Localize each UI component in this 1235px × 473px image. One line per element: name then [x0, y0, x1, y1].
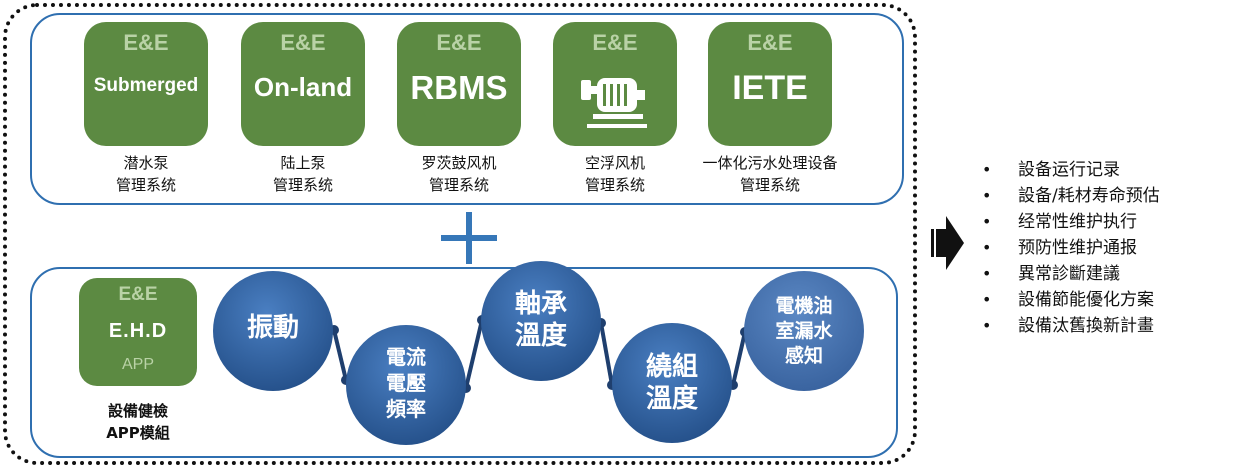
bubble-line: 室漏水 — [775, 320, 833, 342]
label-line1: 空浮风机 — [584, 154, 645, 172]
bullet-dot: • — [982, 264, 992, 283]
motor-oil-leak-bubble — [744, 271, 864, 391]
bearing-temperature-label: 軸承 溫度 — [481, 288, 601, 352]
bullet-dot: • — [982, 316, 992, 335]
app-name: E.H.D — [108, 320, 168, 342]
bubble-line: 電壓 — [386, 371, 426, 395]
ehd-app-label: 設備健檢 APP模組 — [60, 400, 216, 444]
outcome-item: • 预防性维护通报 — [980, 235, 1160, 261]
bubble-line: 頻率 — [386, 397, 426, 421]
outcome-text: 設备/耗材寿命预估 — [1018, 186, 1160, 206]
ehd-app-tile: E&E E.H.D APP — [79, 278, 197, 386]
plus-icon — [439, 212, 499, 264]
outcome-text: 異常診斷建議 — [1018, 264, 1120, 284]
outcome-item: • 設備節能優化方案 — [980, 287, 1160, 313]
air-flotation-blower-tile: E&E — [553, 22, 677, 146]
sensor-chain — [213, 261, 864, 445]
vibration-bubble — [213, 271, 333, 391]
label-line2: 管理系统 — [272, 176, 333, 194]
label-line2: 管理系统 — [584, 176, 645, 194]
outcome-text: 設備汰舊換新計畫 — [1018, 316, 1154, 336]
bullet-dot: • — [982, 238, 992, 257]
blower-machine-icon — [581, 78, 647, 128]
outcome-item: • 经常性维护执行 — [980, 209, 1160, 235]
tile-brand: E&E — [280, 30, 326, 55]
tile-brand: E&E — [747, 30, 793, 55]
outcome-text: 经常性维护执行 — [1018, 212, 1137, 232]
bubble-line: 感知 — [784, 345, 823, 367]
outcome-item: • 設备/耗材寿命预估 — [980, 183, 1160, 209]
label-line1: 罗茨鼓风机 — [421, 154, 497, 172]
bearing-temperature-bubble — [481, 261, 601, 381]
bubble-line: 溫度 — [514, 321, 567, 351]
outcome-item: • 異常診斷建議 — [980, 261, 1160, 287]
outcome-text: 設備節能優化方案 — [1018, 290, 1154, 310]
outcome-text: 预防性维护通报 — [1018, 238, 1137, 258]
outcome-item: • 設備汰舊換新計畫 — [980, 313, 1160, 339]
submerged-system-tile: E&E Submerged — [84, 22, 208, 146]
label-line1: 陆上泵 — [280, 154, 326, 172]
tile-brand: E&E — [592, 30, 638, 55]
bullet-dot: • — [982, 212, 992, 231]
air-flotation-blower-label: 空浮风机 管理系统 — [515, 152, 715, 196]
label-line2: 管理系统 — [115, 176, 176, 194]
bullet-dot: • — [982, 160, 992, 179]
system-boundary-dotted — [3, 3, 917, 465]
bullet-dot: • — [982, 186, 992, 205]
label-line2: 管理系统 — [739, 176, 800, 194]
label-line1: 設備健檢 — [107, 402, 168, 420]
winding-temperature-bubble — [612, 323, 732, 443]
sensor-connectors — [332, 319, 747, 389]
bullet-dot: • — [982, 290, 992, 309]
label-line2: APP模組 — [106, 424, 170, 442]
submerged-system-label: 潜水泵 管理系统 — [46, 152, 246, 196]
bubble-line: 繞組 — [645, 352, 698, 382]
rbms-system-tile: E&E RBMS — [397, 22, 521, 146]
tile-name: IETE — [732, 69, 808, 107]
tile-name: Submerged — [93, 75, 199, 96]
winding-temperature-label: 繞組 溫度 — [612, 351, 732, 415]
label-line2: 管理系统 — [428, 176, 489, 194]
outcome-text: 設备运行记录 — [1018, 160, 1120, 180]
on-land-system-label: 陆上泵 管理系统 — [203, 152, 403, 196]
label-line1: 一体化污水处理设备 — [702, 154, 838, 172]
rbms-system-label: 罗茨鼓风机 管理系统 — [359, 152, 559, 196]
iete-system-label: 一体化污水处理设备 管理系统 — [670, 152, 870, 196]
tile-brand: E&E — [123, 30, 169, 55]
outcomes-list: • 設备运行记录 • 設备/耗材寿命预估 • 经常性维护执行 • 预防性维护通报 • 異常… — [980, 157, 1160, 339]
bubble-line: 電機油 — [775, 295, 833, 317]
bubble-line: 軸承 — [514, 289, 567, 319]
app-brand: E&E — [118, 284, 158, 305]
iete-system-tile: E&E IETE — [708, 22, 832, 146]
bubble-line: 電流 — [386, 345, 426, 369]
tile-name: RBMS — [410, 69, 508, 106]
bubble-line: 溫度 — [645, 384, 698, 414]
vibration-label: 振動 — [213, 312, 333, 344]
current-voltage-frequency-label: 電流 電壓 頻率 — [346, 344, 466, 422]
tile-name: On-land — [253, 72, 353, 102]
on-land-system-tile: E&E On-land — [241, 22, 365, 146]
current-voltage-frequency-bubble — [346, 325, 466, 445]
bubble-line: 振動 — [246, 313, 299, 343]
app-tag: APP — [121, 356, 154, 373]
right-arrow-icon — [931, 216, 964, 270]
motor-oil-leak-label: 電機油 室漏水 感知 — [744, 294, 864, 369]
tile-brand: E&E — [436, 30, 482, 55]
outcome-item: • 設备运行记录 — [980, 157, 1160, 183]
label-line1: 潜水泵 — [123, 154, 169, 172]
